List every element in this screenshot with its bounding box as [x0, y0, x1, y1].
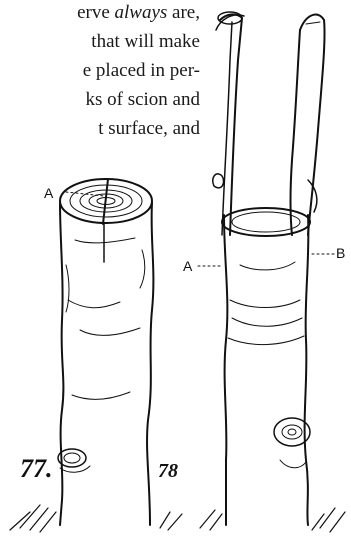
text-line-2: that will make	[91, 31, 200, 53]
figure-78-stock	[200, 12, 345, 532]
text-line-4: ks of scion and	[85, 89, 200, 111]
text-line-1: erve always are,	[77, 2, 200, 24]
label-b-fig78: B	[336, 245, 345, 261]
text-line-3: e placed in per-	[83, 60, 200, 82]
label-a-fig78: A	[183, 258, 192, 274]
figure-number-78: 78	[158, 460, 178, 483]
label-a-fig77: A	[44, 185, 53, 201]
figure-number-77: 77.	[20, 454, 53, 484]
text-line-5: t surface, and	[98, 118, 200, 140]
